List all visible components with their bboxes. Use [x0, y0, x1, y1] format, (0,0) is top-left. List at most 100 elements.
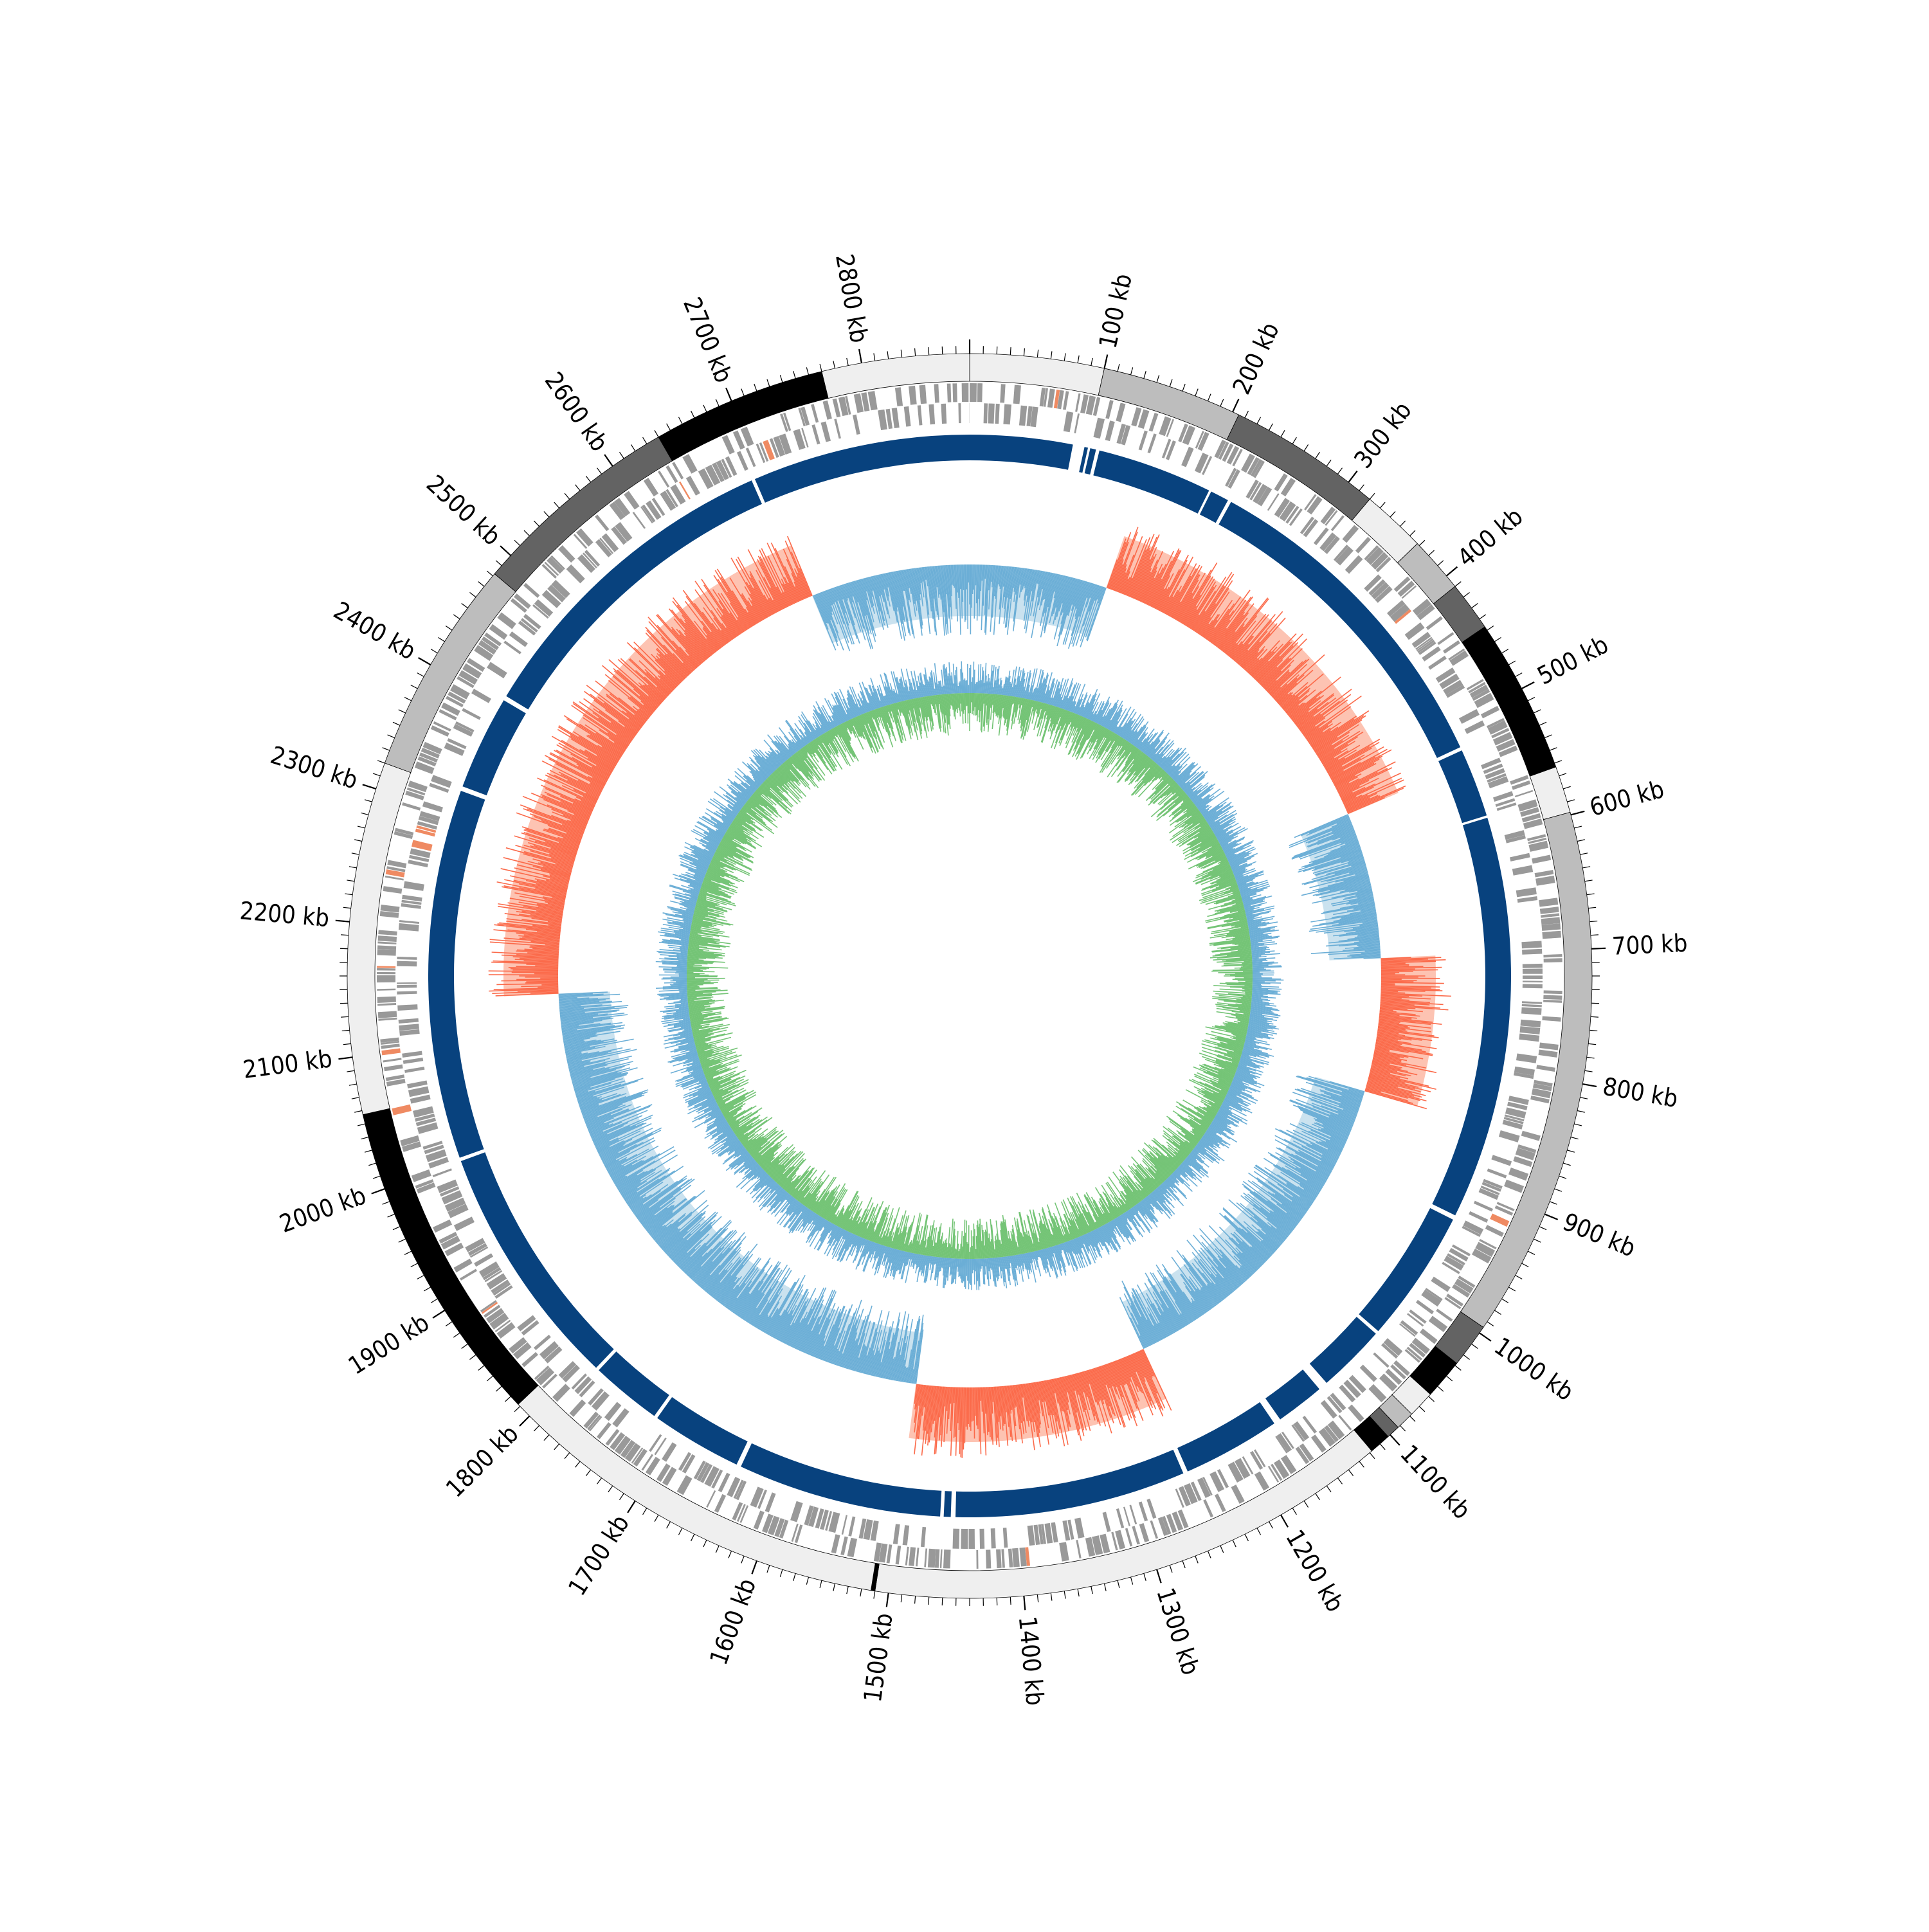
gc-skew-track — [489, 527, 1451, 1458]
gene-feature — [1437, 632, 1454, 645]
minor-tick — [1064, 353, 1065, 361]
minor-tick — [1131, 367, 1133, 375]
minor-tick — [1064, 1591, 1065, 1599]
minor-tick — [703, 1540, 707, 1547]
minor-tick — [1281, 430, 1285, 437]
minor-tick — [393, 1227, 400, 1230]
tick-label: 700 kb — [1611, 929, 1688, 961]
gc-skew-spike — [516, 979, 558, 980]
minor-tick — [1438, 1386, 1444, 1391]
gene-feature — [746, 447, 756, 467]
major-tick — [1571, 811, 1584, 815]
minor-tick — [703, 405, 707, 412]
gene-feature — [1541, 913, 1559, 917]
gene-feature — [377, 997, 396, 1003]
major-tick — [419, 658, 431, 665]
minor-tick — [767, 1566, 770, 1573]
gene-feature — [1400, 1320, 1418, 1335]
minor-tick — [678, 1528, 682, 1535]
minor-tick — [345, 894, 352, 895]
gene-feature — [1047, 388, 1055, 408]
gene-feature — [453, 1259, 472, 1273]
minor-tick — [1292, 437, 1296, 444]
minor-tick — [1516, 1276, 1523, 1279]
gene-feature — [1535, 876, 1555, 886]
gene-feature — [847, 1538, 857, 1557]
minor-tick — [806, 367, 808, 375]
minor-tick — [1078, 356, 1079, 363]
tick-label: 900 kb — [1559, 1207, 1639, 1263]
gene-feature — [1338, 1415, 1352, 1431]
gene-feature — [1521, 1020, 1541, 1027]
minor-tick — [404, 698, 412, 701]
minor-tick — [1316, 452, 1320, 458]
alignment-block — [428, 791, 485, 1158]
gene-feature — [646, 1457, 660, 1476]
gene-feature — [1181, 447, 1193, 467]
tick-label: 2700 kb — [678, 293, 738, 387]
gc-content-spike — [1253, 970, 1271, 971]
gene-feature — [1490, 1213, 1509, 1227]
gene-feature — [750, 1486, 764, 1508]
tick-label: 1100 kb — [1395, 1440, 1476, 1524]
minor-tick — [874, 353, 875, 361]
minor-tick — [505, 1396, 511, 1402]
minor-tick — [554, 502, 559, 508]
gc-skew-spike — [1381, 969, 1415, 970]
minor-tick — [1574, 1124, 1582, 1126]
minor-tick — [347, 1070, 354, 1072]
alignment-block — [1177, 1402, 1274, 1472]
major-tick — [726, 388, 731, 401]
major-tick — [1105, 354, 1108, 368]
minor-tick — [514, 540, 520, 545]
gene-feature — [649, 1434, 662, 1452]
gene-feature — [1516, 1054, 1537, 1063]
minor-tick — [358, 826, 365, 828]
gene-feature — [1431, 1277, 1450, 1292]
gene-feature — [706, 1490, 716, 1508]
minor-tick — [373, 1176, 380, 1178]
minor-tick — [1591, 1003, 1599, 1004]
tick-label: 2100 kb — [241, 1044, 334, 1084]
minor-tick — [1208, 394, 1211, 401]
gene-feature — [392, 1105, 412, 1115]
tick-label: 800 kb — [1600, 1072, 1680, 1114]
minor-tick — [1348, 1470, 1353, 1476]
minor-tick — [453, 615, 460, 619]
gene-feature — [790, 1501, 803, 1522]
minor-tick — [1585, 1070, 1593, 1072]
minor-tick — [1463, 592, 1470, 597]
minor-tick — [1078, 1589, 1079, 1596]
minor-tick — [496, 1386, 502, 1391]
minor-tick — [424, 1287, 430, 1291]
gene-feature — [1254, 1471, 1269, 1490]
gene-feature — [383, 1058, 401, 1062]
contig-segment — [970, 354, 1105, 395]
minor-tick — [643, 437, 647, 444]
minor-tick — [1269, 1522, 1273, 1529]
minor-tick — [1380, 502, 1385, 508]
minor-tick — [1118, 364, 1119, 372]
gene-feature — [1008, 1549, 1013, 1567]
gene-feature — [1093, 418, 1105, 439]
gene-feature — [1487, 1168, 1507, 1178]
minor-tick — [1463, 1355, 1470, 1359]
gene-feature — [1426, 616, 1443, 630]
gene-feature — [381, 1048, 401, 1055]
minor-tick — [1508, 1287, 1515, 1291]
gc-skew-spike — [965, 564, 966, 620]
minor-tick — [1144, 1573, 1146, 1581]
gc-skew-spike — [501, 980, 558, 981]
minor-tick — [1472, 604, 1478, 608]
minor-tick — [438, 637, 444, 641]
minor-tick — [544, 1435, 549, 1441]
gc-skew-spike — [962, 564, 963, 602]
tick-label: 2300 kb — [267, 741, 361, 795]
gene-feature — [961, 1529, 968, 1549]
minor-tick — [1539, 1227, 1546, 1230]
gene-feature — [1465, 721, 1485, 734]
minor-tick — [411, 1263, 418, 1267]
tick-label: 300 kb — [1348, 396, 1417, 473]
minor-tick — [1257, 1528, 1261, 1535]
